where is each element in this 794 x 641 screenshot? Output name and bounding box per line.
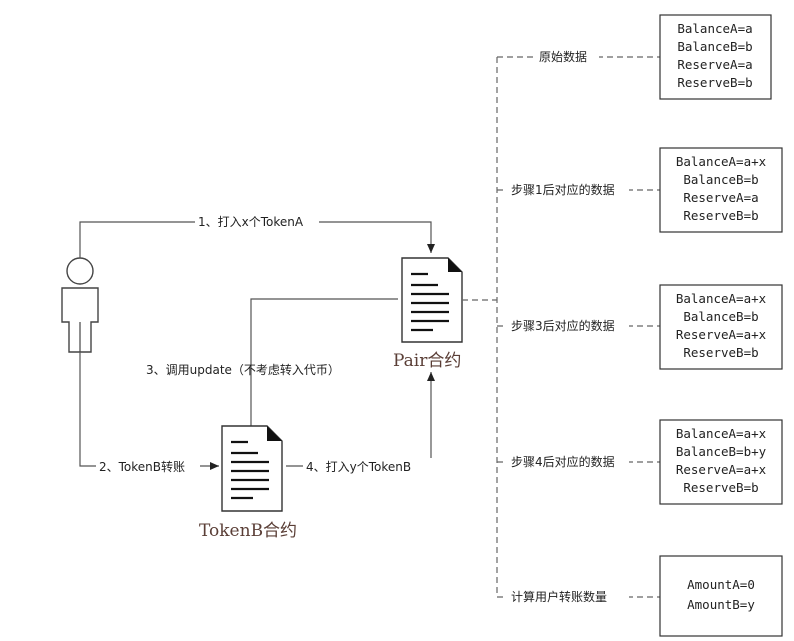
state-line: BalanceB=b+y: [676, 444, 767, 459]
state-label: 步骤4后对应的数据: [511, 454, 615, 469]
state-5: 计算用户转账数量 AmountA=0 AmountB=y: [497, 555, 783, 637]
state-line: ReserveB=b: [683, 345, 758, 360]
state-line: BalanceB=b: [683, 309, 758, 324]
step4-arrow: [286, 372, 435, 467]
state-line: ReserveA=a: [677, 57, 752, 72]
state-line: BalanceB=b: [683, 172, 758, 187]
state-line: ReserveA=a+x: [676, 462, 767, 477]
state-line: AmountA=0: [687, 577, 755, 592]
state-line: BalanceA=a+x: [676, 426, 767, 441]
state-line: ReserveB=b: [683, 208, 758, 223]
state-line: ReserveB=b: [677, 75, 752, 90]
state-3: 步骤3后对应的数据 BalanceA=a+x BalanceB=b Reserv…: [497, 284, 783, 370]
tokenb-document-icon: [221, 425, 283, 512]
state-line: AmountB=y: [687, 597, 755, 612]
state-2: 步骤1后对应的数据 BalanceA=a+x BalanceB=b Reserv…: [497, 147, 783, 233]
state-line: BalanceA=a+x: [676, 291, 767, 306]
state-1: 原始数据 BalanceA=a BalanceB=b ReserveA=a Re…: [497, 14, 772, 100]
state-4: 步骤4后对应的数据 BalanceA=a+x BalanceB=b+y Rese…: [497, 419, 783, 505]
state-label: 计算用户转账数量: [511, 589, 607, 604]
step4-label: 4、打入y个TokenB: [306, 460, 411, 474]
state-line: ReserveB=b: [683, 480, 758, 495]
state-line: BalanceA=a: [677, 21, 752, 36]
step3-label: 3、调用update（不考虑转入代币）: [146, 362, 340, 377]
step1-label: 1、打入x个TokenA: [198, 215, 304, 229]
state-line: BalanceB=b: [677, 39, 752, 54]
state-label: 步骤3后对应的数据: [511, 318, 615, 333]
state-label: 步骤1后对应的数据: [511, 182, 615, 197]
person-icon: [61, 257, 99, 353]
step2-label: 2、TokenB转账: [99, 459, 185, 474]
state-line: ReserveA=a: [683, 190, 758, 205]
state-line: ReserveA=a+x: [676, 327, 767, 342]
state-label: 原始数据: [539, 49, 587, 64]
pair-document-icon: [401, 257, 463, 343]
tokenb-contract-label: TokenB合约: [199, 521, 297, 541]
state-line: BalanceA=a+x: [676, 154, 767, 169]
pair-contract-label: Pair合约: [393, 351, 461, 371]
step3-line: [250, 298, 398, 426]
